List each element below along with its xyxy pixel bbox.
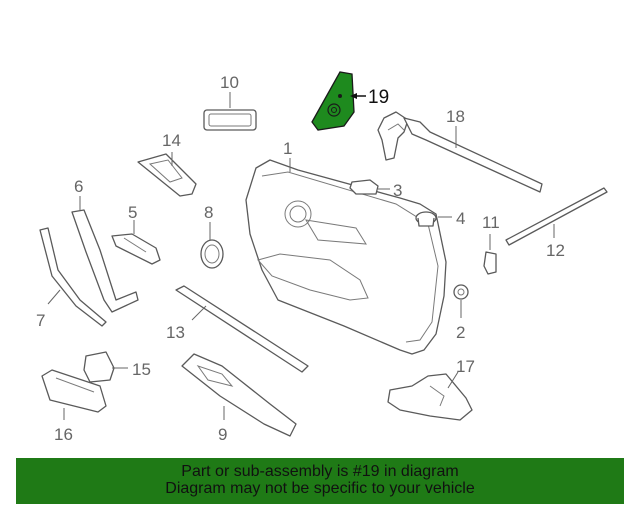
callout-5: 5	[128, 203, 137, 222]
part-4: 4	[415, 209, 465, 228]
part-10: 10	[203, 73, 257, 131]
part-15: 15	[83, 351, 151, 383]
part-6: 6	[71, 177, 139, 313]
part-18: 18	[377, 107, 543, 193]
callout-16: 16	[54, 425, 73, 444]
part-13: 13	[166, 285, 309, 373]
callout-1: 1	[283, 139, 292, 158]
callout-18: 18	[446, 107, 465, 126]
info-banner: Part or sub-assembly is #19 in diagram D…	[16, 458, 624, 504]
callout-3: 3	[393, 181, 402, 200]
part-3: 3	[349, 179, 402, 200]
callout-8: 8	[204, 203, 213, 222]
part-17: 17	[387, 357, 475, 421]
callout-17: 17	[456, 357, 475, 376]
callout-14: 14	[162, 131, 181, 150]
callout-2: 2	[456, 323, 465, 342]
part-9: 9	[181, 353, 297, 444]
callout-12: 12	[546, 241, 565, 260]
callout-4: 4	[456, 209, 465, 228]
part-5: 5	[111, 203, 161, 265]
callout-6: 6	[74, 177, 83, 196]
part-8: 8	[200, 203, 224, 269]
part-16: 16	[41, 369, 107, 444]
callout-13: 13	[166, 323, 185, 342]
banner-line-part: Part or sub-assembly is #19 in diagram	[181, 463, 459, 480]
parts-diagram: 10 19 18 14 1 3	[36, 71, 608, 444]
part-7: 7	[36, 227, 107, 330]
part-12: 12	[505, 187, 608, 260]
part-1: 1	[245, 139, 447, 355]
part-14: 14	[137, 131, 197, 197]
callout-9: 9	[218, 425, 227, 444]
callout-10: 10	[220, 73, 239, 92]
part-2: 2	[453, 284, 469, 342]
banner-line-disclaimer: Diagram may not be specific to your vehi…	[165, 480, 475, 497]
callout-11: 11	[482, 213, 500, 232]
part-11: 11	[482, 213, 500, 275]
callout-7: 7	[36, 311, 45, 330]
callout-19: 19	[368, 87, 389, 108]
callout-15: 15	[132, 360, 151, 379]
part-19: 19	[311, 71, 389, 131]
